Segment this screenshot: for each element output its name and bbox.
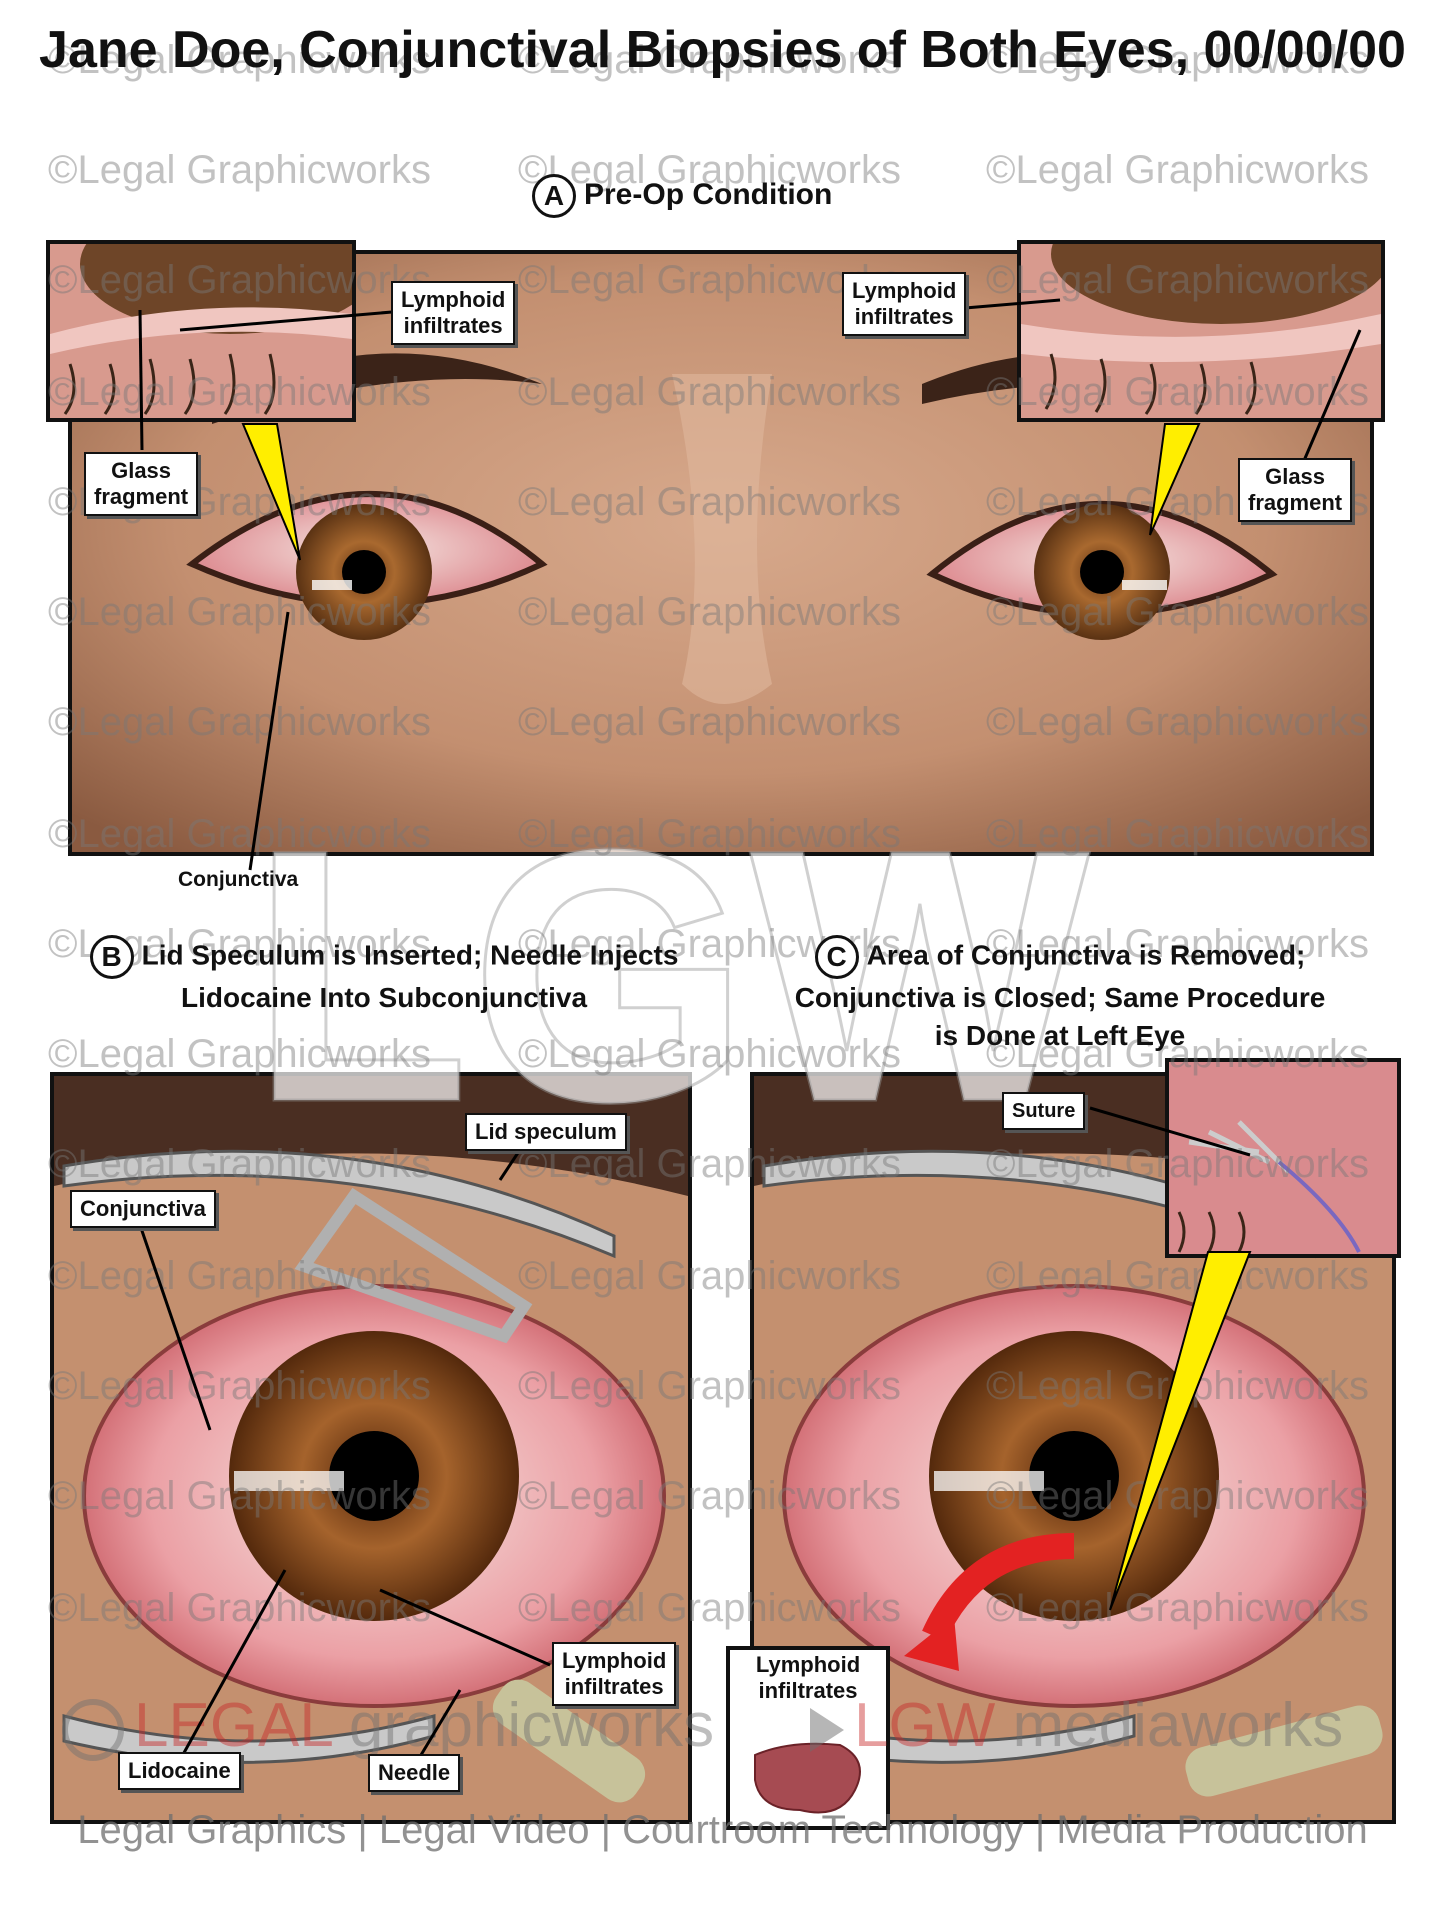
label-b-lidocaine: Lidocaine <box>118 1752 241 1790</box>
brand-mediaworks-text: mediaworks <box>1012 1691 1344 1760</box>
inset-suture-illustration <box>1169 1062 1397 1254</box>
section-a-title: Pre-Op Condition <box>584 177 833 211</box>
inset-lymphoid-tissue <box>726 1646 890 1830</box>
watermark-brand-right: LGW mediaworks <box>810 1690 1343 1761</box>
footer-tagline: Legal Graphics | Legal Video | Courtroom… <box>77 1808 1368 1852</box>
inset-suture-closeup <box>1165 1058 1401 1258</box>
section-b-badge: B <box>89 935 134 979</box>
inset-left-illustration <box>50 244 352 418</box>
magnifier-icon <box>62 1698 124 1761</box>
removed-tissue-illustration <box>730 1650 886 1826</box>
section-c-title-line1: Area of Conjunctiva is Removed; <box>866 939 1306 971</box>
label-a-lymphoid-left: Lymphoid infiltrates <box>391 281 516 345</box>
play-icon <box>810 1707 844 1752</box>
section-c-title-line2: Conjunctiva is Closed; Same Procedure <box>794 982 1326 1013</box>
label-a-glass-right: Glass fragment <box>1238 458 1353 522</box>
label-b-lymphoid: Lymphoid infiltrates <box>552 1642 677 1706</box>
section-c-title-line3: is Done at Left Eye <box>934 1020 1186 1051</box>
page-title: Jane Doe, Conjunctival Biopsies of Both … <box>39 21 1406 79</box>
inset-right-closeup <box>1017 240 1385 422</box>
section-b-title-line2: Lidocaine Into Subconjunctiva <box>180 982 588 1013</box>
section-a-badge: A <box>532 174 576 218</box>
label-c-suture: Suture <box>1002 1092 1086 1130</box>
watermark-text: ©Legal Graphicworks <box>48 1032 431 1076</box>
watermark-text: ©Legal Graphicworks <box>48 148 431 192</box>
section-c-badge: C <box>814 935 859 979</box>
label-b-conjunctiva: Conjunctiva <box>70 1190 216 1228</box>
label-a-conjunctiva: Conjunctiva <box>178 868 299 891</box>
brand-lgw-text: LGW <box>854 1691 996 1760</box>
label-a-glass-left: Glass fragment <box>84 452 199 516</box>
section-b-title-line1: Lid Speculum is Inserted; Needle Injects <box>141 939 679 971</box>
label-a-lymphoid-right: Lymphoid infiltrates <box>842 272 967 336</box>
label-b-lid-speculum: Lid speculum <box>465 1113 627 1151</box>
watermark-text: ©Legal Graphicworks <box>986 148 1369 192</box>
label-c-lymphoid: Lymphoid infiltrates <box>755 1652 861 1703</box>
inset-right-illustration <box>1021 244 1381 418</box>
brand-legal-text: LEGAL <box>134 1691 332 1760</box>
inset-left-closeup <box>46 240 356 422</box>
label-b-needle: Needle <box>368 1754 461 1792</box>
